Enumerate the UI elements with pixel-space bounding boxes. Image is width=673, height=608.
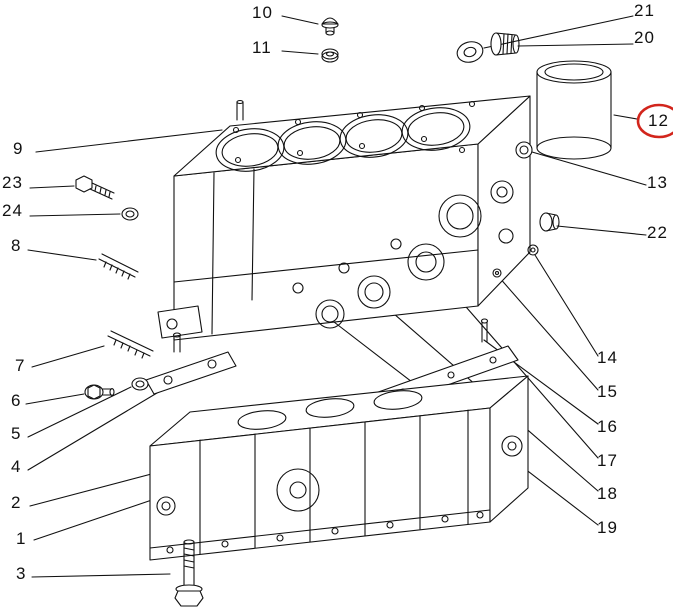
highlight-circle-12	[636, 103, 673, 139]
callout-22: 22	[647, 223, 668, 242]
deck-stud	[236, 99, 244, 121]
callout-24: 24	[2, 201, 23, 220]
washer-part-5	[131, 377, 149, 391]
seal-washer-part-21	[456, 41, 484, 63]
callout-17: 17	[597, 451, 618, 470]
cap-part-10	[321, 17, 339, 36]
front-face-seals	[292, 194, 539, 329]
callout-23: 23	[2, 173, 23, 192]
callout-21: 21	[634, 1, 655, 20]
callout-6: 6	[11, 391, 22, 410]
callout-10: 10	[252, 3, 273, 22]
end-face-details	[490, 180, 514, 244]
nut-part-11	[321, 48, 339, 63]
callout-18: 18	[597, 484, 618, 503]
upper-engine-block	[157, 95, 539, 341]
callout-16: 16	[597, 417, 618, 436]
callout-11: 11	[252, 38, 272, 57]
washer-part-24	[121, 207, 139, 221]
callout-7: 7	[15, 356, 26, 375]
deck-bolt-holes	[232, 100, 476, 164]
bolt-part-3	[174, 539, 204, 607]
bolt-part-23	[75, 175, 115, 200]
cup-plug-part-22	[539, 212, 560, 232]
cylinder-liner-part	[536, 60, 612, 160]
callout-13: 13	[647, 173, 668, 192]
callout-8: 8	[11, 236, 22, 255]
callout-12: 12	[648, 111, 669, 130]
callout-4: 4	[11, 457, 22, 476]
callout-5: 5	[11, 424, 22, 443]
callout-1: 1	[16, 529, 27, 548]
cylinder-bores	[215, 107, 471, 172]
block-mount-pad	[157, 305, 203, 339]
callout-20: 20	[634, 28, 655, 47]
seal-ring-part-13	[515, 141, 533, 159]
lower-crankcase	[149, 375, 529, 561]
stud-part-8	[98, 253, 139, 280]
callout-15: 15	[597, 382, 618, 401]
callout-9: 9	[13, 139, 24, 158]
stud-part-7	[107, 330, 154, 359]
hex-plug-part-6	[84, 384, 115, 400]
callout-3: 3	[16, 564, 27, 583]
threaded-plug-part-20	[490, 32, 520, 56]
mount-bracket-plate	[145, 332, 237, 395]
callout-2: 2	[11, 493, 22, 512]
callout-19: 19	[597, 518, 618, 537]
callout-14: 14	[597, 348, 618, 367]
